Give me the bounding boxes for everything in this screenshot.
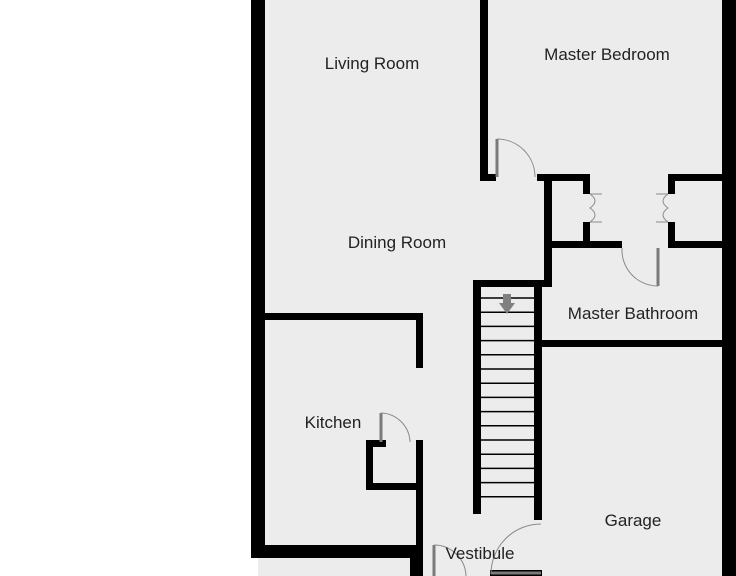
label-dining-room: Dining Room (348, 233, 446, 252)
wall-closet-divider-left-low (583, 222, 590, 248)
exterior-walls (251, 0, 736, 576)
door-bedroom (495, 138, 536, 178)
label-living-room: Living Room (325, 54, 420, 73)
staircase (481, 297, 534, 498)
door-closet-left (589, 193, 602, 223)
wall-bedroom-bottom-left (480, 174, 496, 181)
wall-pantry-left (366, 440, 373, 490)
wall-kitchen-right-lower (416, 440, 423, 558)
wall-closet-divider-right-low (668, 222, 675, 248)
door-closet-right (656, 193, 669, 223)
wall-stair-top (473, 280, 552, 287)
label-garage: Garage (605, 511, 662, 530)
wall-stair-left (473, 280, 481, 514)
door-bathroom (621, 247, 660, 287)
wall-kitchen-top (258, 313, 423, 320)
wall-closet-bottom-left (544, 241, 622, 248)
door-pantry (379, 412, 411, 443)
wall-closet-divider-left (583, 174, 590, 194)
wall-pantry-bottom (366, 483, 423, 490)
door-garage (490, 523, 542, 575)
wall-closet-bottom-right (668, 241, 724, 248)
doors (379, 138, 669, 576)
wall-bathroom-garage (534, 340, 724, 347)
wall-pantry-top (366, 440, 386, 447)
label-master-bathroom: Master Bathroom (568, 304, 698, 323)
wall-closet-left (544, 174, 552, 284)
wall-stair-right (534, 280, 542, 520)
room-labels: Living Room Master Bedroom Dining Room M… (305, 45, 699, 563)
label-master-bedroom: Master Bedroom (544, 45, 670, 64)
wall-closet-right-top (668, 174, 724, 181)
stair-arrow-down-icon (499, 294, 515, 314)
label-vestibule: Vestibule (446, 544, 515, 563)
floor-area (258, 0, 728, 576)
wall-bottom-left-exterior (251, 545, 423, 558)
wall-right-exterior (722, 0, 736, 576)
door-vestibule (432, 544, 467, 576)
wall-kitchen-right-upper (416, 313, 423, 368)
floor-main (258, 0, 728, 576)
label-kitchen: Kitchen (305, 413, 362, 432)
wall-left-exterior (251, 0, 265, 558)
wall-closet-divider-right (668, 174, 675, 194)
wall-living-bedroom (480, 0, 488, 180)
wall-bathroom-left (544, 241, 552, 287)
interior-walls (258, 0, 724, 576)
wall-bedroom-closet-top (537, 174, 590, 181)
